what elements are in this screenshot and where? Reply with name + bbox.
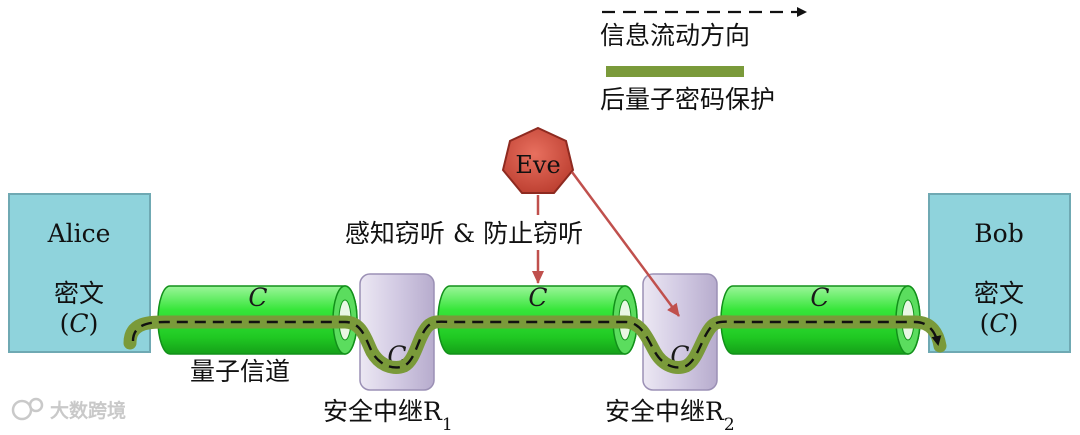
bob-ciphertext-label: 密文: [974, 279, 1024, 308]
legend-pq-swatch: [606, 66, 744, 77]
pipe-3-symbol: C: [810, 283, 829, 312]
eve-arrow-2: [570, 171, 681, 317]
info-flow-arrow: [131, 320, 942, 369]
watermark-logo-icon: [11, 399, 33, 421]
detect-eavesdrop-label: 感知窃听 & 防止窃听: [345, 219, 583, 248]
alice-name: Alice: [47, 219, 111, 248]
bob-name: Bob: [974, 219, 1023, 248]
eve-heptagon: [501, 126, 575, 194]
alice-box: [8, 193, 151, 353]
alice-ciphertext-label: 密文: [54, 279, 104, 308]
legend-pq-label: 后量子密码保护: [600, 85, 775, 114]
pipe-1-symbol: C: [248, 283, 267, 312]
relay-1-label: 安全中继R1: [323, 397, 453, 431]
watermark: 大数跨境: [11, 397, 126, 422]
legend-flow-label: 信息流动方向: [600, 21, 750, 50]
alice-cipher-symbol: (C): [60, 309, 99, 338]
eve-node: Eve: [501, 126, 575, 194]
bob-node: Bob 密文 (C): [928, 193, 1071, 353]
bob-cipher-symbol: (C): [980, 309, 1019, 338]
quantum-channel-label: 量子信道: [190, 357, 290, 386]
watermark-logo-icon-small: [28, 397, 44, 413]
alice-node: Alice 密文 (C): [8, 193, 151, 353]
watermark-text: 大数跨境: [50, 399, 126, 422]
pipe-2-symbol: C: [528, 283, 547, 312]
relay-2-label: 安全中继R2: [605, 397, 735, 431]
bob-box: [928, 193, 1071, 353]
eve-name: Eve: [515, 151, 560, 179]
